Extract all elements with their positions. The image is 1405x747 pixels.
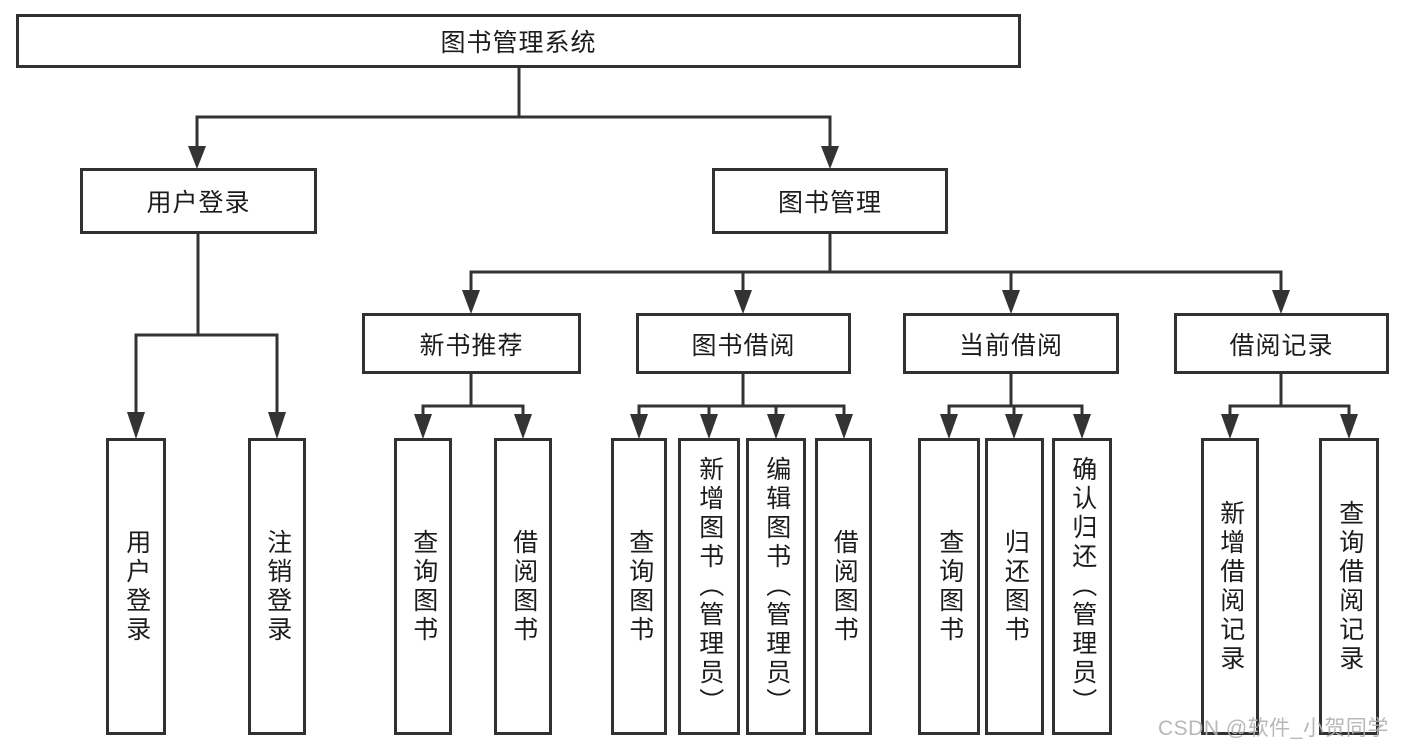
csdn-watermark: CSDN @软件_小贺同学 <box>1158 717 1389 740</box>
node-book-borrow-label: 图书借阅 <box>691 331 796 360</box>
leaf-recommend-query-books-label: 查询图书 <box>409 528 438 645</box>
leaf-add-books-admin-label: 新增图书（管理员） <box>695 456 724 717</box>
leaf-edit-books-admin: 编辑图书（管理员） <box>746 438 806 735</box>
leaf-borrow-books-label: 借阅图书 <box>830 528 859 645</box>
leaf-borrow-books: 借阅图书 <box>815 438 872 735</box>
leaf-recommend-borrow-books: 借阅图书 <box>494 438 552 735</box>
leaf-recommend-query-books: 查询图书 <box>394 438 452 735</box>
arrowheads <box>127 146 1358 439</box>
leaf-add-books-admin: 新增图书（管理员） <box>678 438 740 735</box>
node-current-borrow-label: 当前借阅 <box>958 331 1063 360</box>
node-borrow-records: 借阅记录 <box>1174 313 1389 374</box>
leaf-edit-books-admin-label: 编辑图书（管理员） <box>762 456 791 717</box>
node-book-management-label: 图书管理 <box>777 189 882 217</box>
node-book-borrow: 图书借阅 <box>636 313 851 374</box>
node-user-login-label: 用户登录 <box>146 189 251 217</box>
node-root-system-label: 图书管理系统 <box>440 29 597 57</box>
node-new-book-recommend-label: 新书推荐 <box>419 331 524 360</box>
leaf-confirm-return-admin-label: 确认归还（管理员） <box>1068 456 1097 717</box>
node-user-login: 用户登录 <box>80 168 317 234</box>
leaf-logout-label: 注销登录 <box>263 528 292 645</box>
node-borrow-records-label: 借阅记录 <box>1229 331 1334 360</box>
leaf-logout: 注销登录 <box>248 438 306 735</box>
leaf-borrow-query-books: 查询图书 <box>611 438 667 735</box>
leaf-add-borrow-record-label: 新增借阅记录 <box>1216 499 1245 674</box>
leaf-recommend-borrow-books-label: 借阅图书 <box>509 528 538 645</box>
leaf-current-query-books: 查询图书 <box>918 438 980 735</box>
leaf-return-books-label: 归还图书 <box>1001 528 1030 645</box>
leaf-query-borrow-record-label: 查询借阅记录 <box>1335 499 1364 674</box>
leaf-return-books: 归还图书 <box>985 438 1044 735</box>
leaf-current-query-books-label: 查询图书 <box>935 528 964 645</box>
leaf-query-borrow-record: 查询借阅记录 <box>1319 438 1379 735</box>
node-new-book-recommend: 新书推荐 <box>362 313 581 374</box>
leaf-borrow-query-books-label: 查询图书 <box>625 528 654 645</box>
leaf-confirm-return-admin: 确认归还（管理员） <box>1052 438 1112 735</box>
leaf-add-borrow-record: 新增借阅记录 <box>1201 438 1259 735</box>
node-root-system: 图书管理系统 <box>16 14 1021 68</box>
node-book-management: 图书管理 <box>712 168 948 234</box>
node-current-borrow: 当前借阅 <box>903 313 1119 374</box>
leaf-user-login-label: 用户登录 <box>122 528 151 645</box>
leaf-user-login: 用户登录 <box>106 438 166 735</box>
